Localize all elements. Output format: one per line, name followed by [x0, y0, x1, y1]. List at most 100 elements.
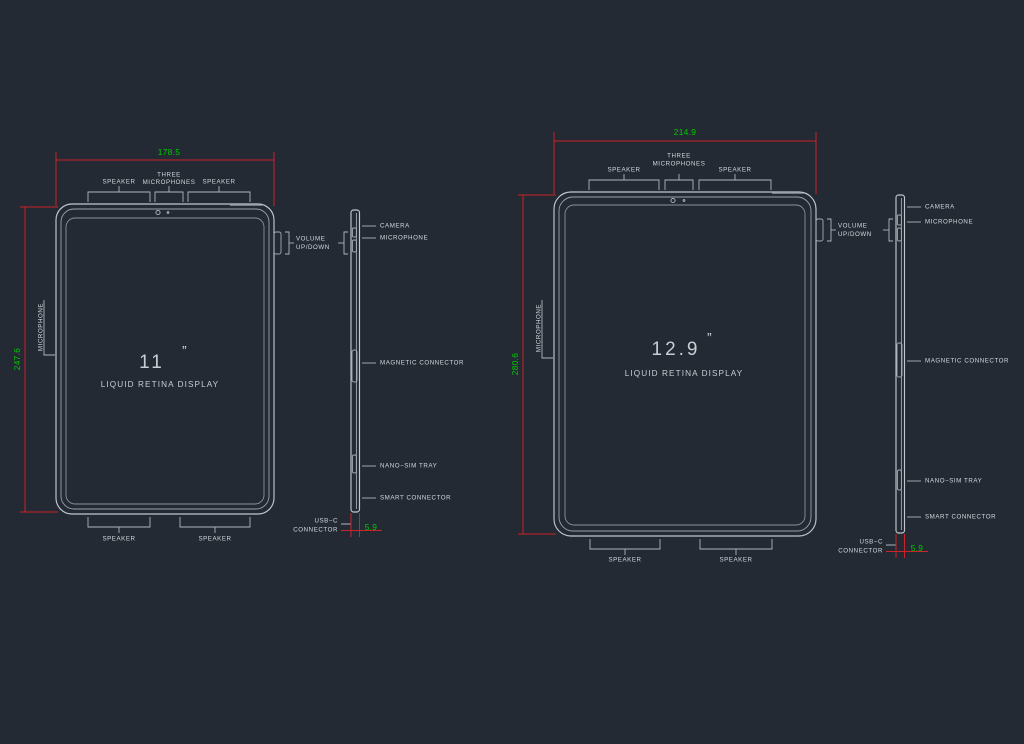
- callout-label: SPEAKER: [198, 536, 231, 543]
- callout-label-line1: THREE: [667, 153, 691, 160]
- callout-label: MICROPHONE: [536, 304, 543, 352]
- callout-label: MAGNETIC CONNECTOR: [925, 358, 1009, 365]
- callout-label: MAGNETIC CONNECTOR: [380, 360, 464, 367]
- ipad-12-9-width-dimension[interactable]: 214.9: [553, 127, 817, 194]
- ipad-12-9-side-callout-smart-connector[interactable]: SMART CONNECTOR: [907, 514, 996, 521]
- ipad-12-9-side-view[interactable]: CAMERA MICROPHONE MAGNETIC CONNECTOR NAN…: [838, 194, 1009, 558]
- ipad-12-9-bottom-callout-speaker-right[interactable]: SPEAKER: [699, 539, 773, 564]
- callout-label-line2: CONNECTOR: [838, 548, 883, 555]
- volume-button-shape: [273, 231, 282, 255]
- dimension-value: 5.9: [911, 543, 924, 553]
- ipad-11-ambient-sensor-icon: [166, 211, 170, 214]
- callout-label: SPEAKER: [102, 179, 135, 186]
- dimension-value: 5.9: [365, 522, 378, 532]
- callout-label-line2: CONNECTOR: [293, 527, 338, 534]
- dimension-value: 214.9: [674, 127, 697, 137]
- ipad-12-9-display-inch-mark: ”: [707, 330, 712, 346]
- ipad-12-9-side-nano-sim-tray: [896, 469, 902, 491]
- ipad-12-9-side-body-outline: [895, 194, 906, 534]
- ipad-12-9-side-volume-bracket[interactable]: [883, 218, 893, 242]
- ipad-11-bezel-outline: [60, 208, 270, 510]
- ipad-12-9-bottom-callout-speaker-left[interactable]: SPEAKER: [589, 539, 661, 564]
- leader-line: [541, 300, 553, 359]
- ipad-12-9-side-camera-icon: [896, 214, 902, 226]
- ipad-12-9-front-view[interactable]: 12.9 ” LIQUID RETINA DISPLAY SPEAKER THR…: [510, 127, 872, 563]
- callout-label-line1: USB−C: [314, 518, 338, 525]
- callout-label-line2: MICROPHONES: [143, 179, 196, 186]
- ipad-12-9-volume-button-callout[interactable]: VOLUME UP/DOWN: [815, 218, 872, 242]
- ipad-11-volume-button-callout[interactable]: VOLUME UP/DOWN: [273, 231, 330, 255]
- callout-label-line1: THREE: [157, 172, 181, 179]
- callout-label-line2: MICROPHONES: [653, 161, 706, 168]
- ipad-11-left-callout-microphone[interactable]: MICROPHONE: [38, 300, 55, 356]
- ipad-11-display-subtitle: LIQUID RETINA DISPLAY: [101, 380, 220, 389]
- ipad-11-bottom-callout-speaker-left[interactable]: SPEAKER: [87, 517, 151, 543]
- dimension-value: 247.6: [12, 348, 22, 371]
- ipad-12-9-assembly[interactable]: 12.9 ” LIQUID RETINA DISPLAY SPEAKER THR…: [510, 127, 1009, 563]
- ipad-12-9-top-callout-three-microphones[interactable]: THREE MICROPHONES: [653, 153, 706, 190]
- ipad-12-9-side-magnetic-connector: [896, 342, 903, 378]
- ipad-12-9-side-callout-microphone[interactable]: MICROPHONE: [907, 219, 973, 226]
- ipad-12-9-display-subtitle: LIQUID RETINA DISPLAY: [625, 369, 744, 378]
- ipad-11-width-dimension[interactable]: 178.5: [55, 147, 275, 206]
- callout-label: SPEAKER: [607, 167, 640, 174]
- callout-label: SPEAKER: [718, 167, 751, 174]
- ipad-11-side-callout-magnetic-connector[interactable]: MAGNETIC CONNECTOR: [362, 360, 464, 367]
- ipad-11-side-callout-camera[interactable]: CAMERA: [362, 223, 410, 230]
- ipad-11-display-inch-mark: ”: [182, 343, 187, 359]
- callout-label: SMART CONNECTOR: [380, 495, 451, 502]
- ipad-11-thickness-dimension[interactable]: 5.9: [341, 513, 382, 537]
- ipad-11-height-dimension[interactable]: 247.6: [12, 206, 58, 513]
- callout-label-line2: UP/DOWN: [838, 231, 872, 238]
- ipad-12-9-height-dimension[interactable]: 280.6: [510, 194, 556, 535]
- ipad-12-9-bezel-outline: [558, 196, 812, 532]
- callout-label: SPEAKER: [719, 557, 752, 564]
- ipad-12-9-body-outline: [553, 191, 817, 537]
- callout-label: SPEAKER: [608, 557, 641, 564]
- callout-label-line1: USB−C: [859, 539, 883, 546]
- callout-label: CAMERA: [925, 204, 955, 211]
- ipad-11-display-size: 11: [139, 352, 165, 373]
- ipad-11-front-view[interactable]: 11 ” LIQUID RETINA DISPLAY SPEAKER THREE…: [12, 147, 330, 542]
- callout-label: NANO−SIM TRAY: [380, 463, 437, 470]
- ipad-11-side-callout-microphone[interactable]: MICROPHONE: [362, 235, 428, 242]
- ipad-11-side-magnetic-connector: [351, 349, 358, 383]
- callout-label: MICROPHONE: [38, 303, 45, 351]
- callout-label: MICROPHONE: [925, 219, 973, 226]
- dimension-value: 280.6: [510, 353, 520, 376]
- volume-button-shape: [815, 218, 824, 242]
- ipad-12-9-left-callout-microphone[interactable]: MICROPHONE: [536, 300, 553, 359]
- ipad-11-body-outline: [55, 203, 275, 515]
- ipad-11-assembly[interactable]: 11 ” LIQUID RETINA DISPLAY SPEAKER THREE…: [12, 147, 464, 542]
- ipad-11-top-callout-speaker-left[interactable]: SPEAKER: [87, 179, 151, 202]
- ipad-12-9-side-callout-camera[interactable]: CAMERA: [907, 204, 955, 211]
- ipad-12-9-front-camera-icon: [670, 197, 676, 204]
- ipad-12-9-top-callout-speaker-right[interactable]: SPEAKER: [698, 167, 772, 190]
- ipad-12-9-screen-area: [564, 204, 806, 526]
- callout-label: SPEAKER: [102, 536, 135, 543]
- callout-label-line1: VOLUME: [296, 236, 325, 243]
- ipad-11-side-nano-sim-tray: [351, 454, 357, 474]
- ipad-11-side-callout-nano-sim-tray[interactable]: NANO−SIM TRAY: [362, 463, 437, 470]
- ipad-11-side-camera-icon: [351, 227, 357, 238]
- ipad-11-top-callout-speaker-right[interactable]: SPEAKER: [187, 179, 251, 202]
- callout-label: SPEAKER: [202, 179, 235, 186]
- ipad-12-9-ambient-sensor-icon: [682, 199, 686, 202]
- ipad-12-9-display-size: 12.9: [652, 339, 701, 360]
- ipad-11-top-callout-three-microphones[interactable]: THREE MICROPHONES: [143, 172, 196, 202]
- ipad-11-side-view[interactable]: CAMERA MICROPHONE MAGNETIC CONNECTOR NAN…: [293, 209, 464, 537]
- ipad-11-side-volume-button: [351, 239, 357, 253]
- ipad-12-9-top-callout-speaker-left[interactable]: SPEAKER: [588, 167, 660, 190]
- ipad-12-9-side-callout-nano-sim-tray[interactable]: NANO−SIM TRAY: [907, 478, 982, 485]
- ipad-12-9-side-callout-magnetic-connector[interactable]: MAGNETIC CONNECTOR: [907, 358, 1009, 365]
- ipad-11-side-volume-bracket[interactable]: [338, 231, 348, 255]
- callout-label: SMART CONNECTOR: [925, 514, 996, 521]
- ipad-12-9-thickness-dimension[interactable]: 5.9: [886, 534, 928, 558]
- leader-line: [43, 300, 55, 356]
- ipad-11-bottom-callout-speaker-right[interactable]: SPEAKER: [179, 517, 251, 543]
- ipad-11-side-callout-smart-connector[interactable]: SMART CONNECTOR: [362, 495, 451, 502]
- callout-label: NANO−SIM TRAY: [925, 478, 982, 485]
